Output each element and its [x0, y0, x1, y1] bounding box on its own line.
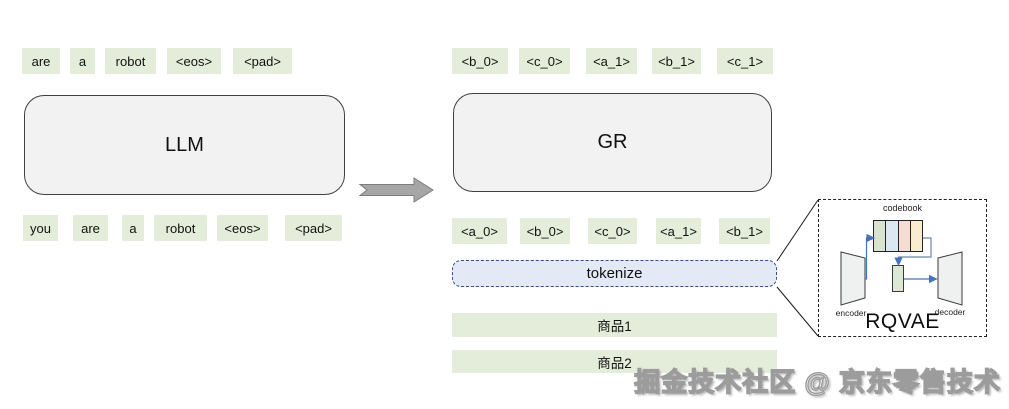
detail-connector-bottom: [776, 286, 819, 337]
llm-output-token: are: [22, 48, 60, 74]
llm-to-gr-arrow: [358, 177, 434, 203]
gr-output-token: <c_0>: [519, 48, 570, 74]
item-bar-2: 商品2: [452, 350, 777, 373]
gr-input-token: <c_0>: [588, 218, 637, 244]
gr-output-token: <b_0>: [452, 48, 508, 74]
gr-input-token: <a_1>: [656, 218, 701, 244]
gr-output-token: <a_1>: [586, 48, 637, 74]
llm-input-token: you: [23, 215, 58, 241]
llm-input-token: are: [73, 215, 108, 241]
llm-output-token: <pad>: [233, 48, 292, 74]
tokenize-label: tokenize: [586, 265, 643, 282]
item-bar-1: 商品1: [452, 313, 777, 337]
codebook-cell: [898, 221, 911, 251]
quantized-embedding-rect: [892, 265, 904, 292]
gr-model-box: GR: [453, 93, 772, 192]
gr-label: GR: [597, 131, 628, 153]
codebook: [873, 220, 923, 252]
llm-output-token: robot: [105, 48, 156, 74]
llm-input-token: <pad>: [285, 215, 342, 241]
decoder-label: decoder: [934, 307, 966, 317]
llm-model-box: LLM: [24, 95, 345, 195]
codebook-cell: [910, 221, 922, 251]
codebook-label: codebook: [882, 203, 923, 213]
gr-input-token: <b_1>: [719, 218, 770, 244]
gr-input-token: <a_0>: [452, 218, 507, 244]
llm-output-token: a: [70, 48, 95, 74]
llm-output-token: <eos>: [167, 48, 221, 74]
codebook-cell: [874, 221, 887, 251]
llm-input-token: a: [122, 215, 144, 241]
rqvae-title: RQVAE: [865, 310, 940, 333]
llm-input-token: <eos>: [217, 215, 268, 241]
llm-input-token: robot: [154, 215, 207, 241]
llm-label: LLM: [165, 133, 204, 156]
encoder-label: encoder: [835, 308, 867, 318]
gr-input-token: <b_0>: [520, 218, 570, 244]
gr-output-token: <b_1>: [652, 48, 701, 74]
watermark-text: 掘金技术社区 @ 京东零售技术: [633, 366, 1001, 397]
detail-connector-top: [776, 199, 819, 262]
codebook-cell: [886, 221, 899, 251]
tokenize-box: tokenize: [452, 260, 777, 287]
gr-output-token: <c_1>: [717, 48, 773, 74]
